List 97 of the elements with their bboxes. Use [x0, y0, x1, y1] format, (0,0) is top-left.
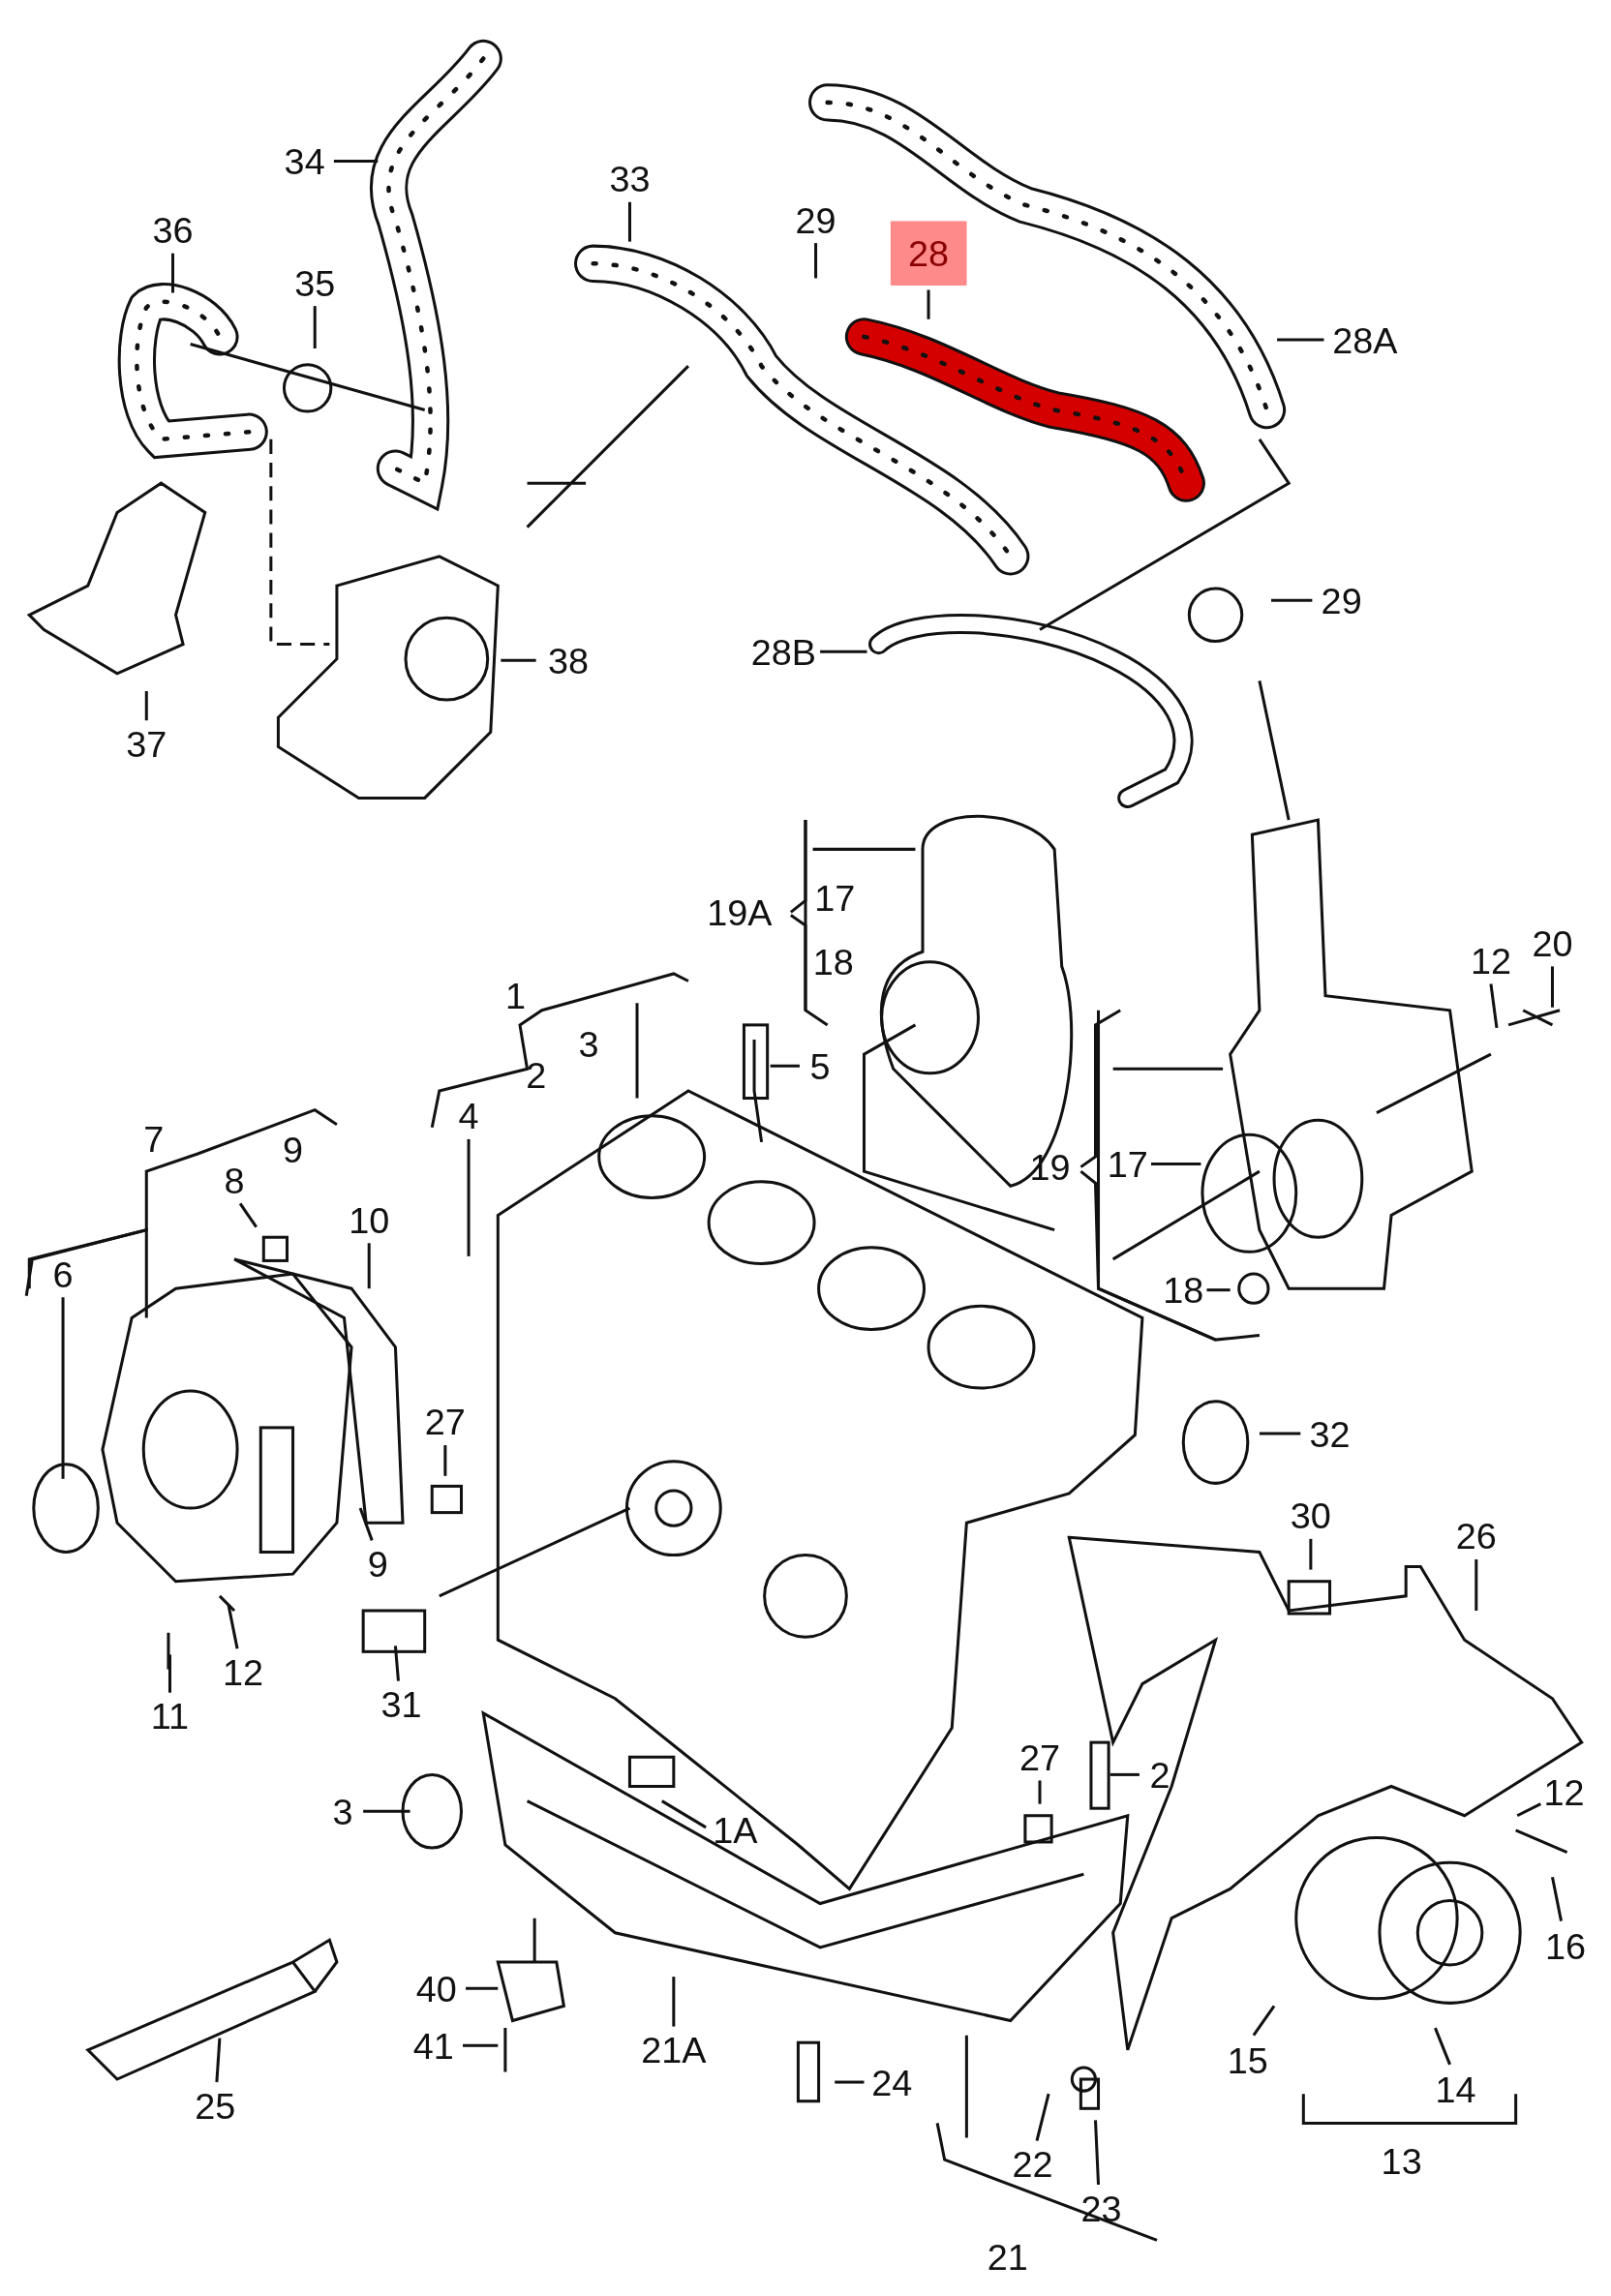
leader-line [1489, 983, 1499, 1029]
callout-number: 19 [1028, 1146, 1072, 1188]
leader-line [1094, 2120, 1101, 2185]
callout-number: 11 [147, 1695, 193, 1737]
callout-number: 22 [1009, 2143, 1056, 2185]
leader-line [167, 1654, 171, 1693]
callout-number: 10 [346, 1198, 393, 1241]
leader-line [238, 1202, 258, 1228]
callout-number: 14 [1432, 2069, 1479, 2110]
callout-number: 4 [455, 1095, 482, 1136]
callout-number: 29 [1318, 580, 1365, 621]
leader-line [171, 253, 174, 293]
leader-line [1038, 1780, 1042, 1804]
leader-line [1309, 1538, 1313, 1570]
leader-line [313, 306, 317, 348]
callout-number: 35 [291, 261, 339, 304]
leader-line [770, 1064, 800, 1068]
leader-line [358, 1507, 374, 1541]
callout-number: 25 [192, 2085, 239, 2127]
callout-number: 23 [1078, 2187, 1125, 2229]
leader-line [1434, 2027, 1451, 2066]
callout-number: 12 [220, 1651, 267, 1693]
callout-number: 17 [1104, 1143, 1151, 1185]
callout-number: 27 [1016, 1737, 1064, 1778]
callout-number: 19A [706, 891, 774, 933]
leader-line [363, 1809, 410, 1813]
leader-line [835, 2080, 865, 2084]
callout-number: 16 [1542, 1925, 1590, 1967]
callout-number: 21A [638, 2029, 710, 2070]
leader-line [1206, 1288, 1231, 1292]
leader-line [393, 1646, 400, 1681]
leader-line [1035, 2093, 1050, 2141]
leader-line [1259, 1432, 1301, 1435]
callout-number: 37 [123, 723, 170, 765]
leader-line [1109, 1772, 1140, 1776]
callout-number: 6 [49, 1253, 76, 1295]
leader-line [1252, 2005, 1276, 2037]
leader-line [627, 201, 631, 242]
callout-number: 20 [1529, 922, 1576, 964]
callout-number: 41 [410, 2025, 457, 2067]
leader-line [144, 691, 148, 721]
leader-line [820, 650, 867, 653]
leader-line [1277, 338, 1324, 342]
leader-line [215, 2038, 222, 2083]
leader-line [501, 658, 536, 662]
callout-number: 13 [1380, 2140, 1423, 2182]
callout-number: 1A [710, 1809, 761, 1852]
callout-number: 7 [142, 1118, 166, 1161]
callout-number: 33 [606, 158, 654, 199]
callout-number: 1 [503, 975, 527, 1016]
callout-number: 18 [811, 941, 855, 982]
callout-number: 27 [421, 1401, 469, 1442]
callout-number: 29 [792, 198, 839, 241]
callout-number: 15 [1224, 2039, 1271, 2081]
leader-line [672, 1977, 676, 2027]
leader-line [1271, 598, 1313, 602]
leader-line [1151, 1163, 1201, 1166]
leader-line [466, 1986, 499, 1990]
callout-number: 21 [986, 2235, 1029, 2278]
callout-number: 30 [1287, 1495, 1334, 1536]
leader-line [333, 159, 379, 163]
leader-line [1474, 1559, 1478, 1611]
leader-line [467, 1138, 471, 1256]
callout-number: 40 [412, 1968, 460, 2009]
callout-number: 28A [1329, 318, 1401, 361]
callout-number: 9 [364, 1543, 391, 1585]
callout-number: 31 [378, 1683, 425, 1725]
callout-number: 5 [806, 1045, 834, 1087]
callout-number: 17 [813, 877, 857, 919]
callout-number: 3 [329, 1791, 356, 1832]
leader-line [660, 1799, 707, 1829]
leader-line [1516, 1802, 1542, 1818]
callout-number: 2 [1146, 1754, 1173, 1796]
leader-line [463, 2043, 499, 2047]
callout-number: 38 [544, 640, 592, 681]
leader-line [814, 243, 818, 279]
callout-number: 26 [1452, 1515, 1500, 1556]
callout-number: 24 [868, 2061, 916, 2103]
callout-number: 8 [221, 1160, 248, 1201]
leader-line [1550, 966, 1554, 1008]
callout-number: 28B [747, 630, 819, 673]
leader-line [1550, 1877, 1564, 1921]
callout-number: 2 [525, 1054, 548, 1096]
leader-line [227, 1604, 239, 1649]
callout-number: 9 [282, 1129, 305, 1170]
leader-line [367, 1243, 371, 1289]
callout-number: 3 [577, 1023, 600, 1065]
callout-number: 32 [1306, 1412, 1353, 1455]
callout-number: 18 [1160, 1269, 1207, 1311]
callout-number: 34 [281, 140, 328, 182]
leader-line [61, 1297, 65, 1479]
callout-number: 12 [1540, 1771, 1588, 1813]
leader-line [927, 289, 930, 319]
callout-number: 36 [149, 209, 197, 251]
callout-number: 28 [890, 221, 967, 286]
leader-line [443, 1445, 447, 1476]
callout-number: 12 [1467, 940, 1514, 982]
